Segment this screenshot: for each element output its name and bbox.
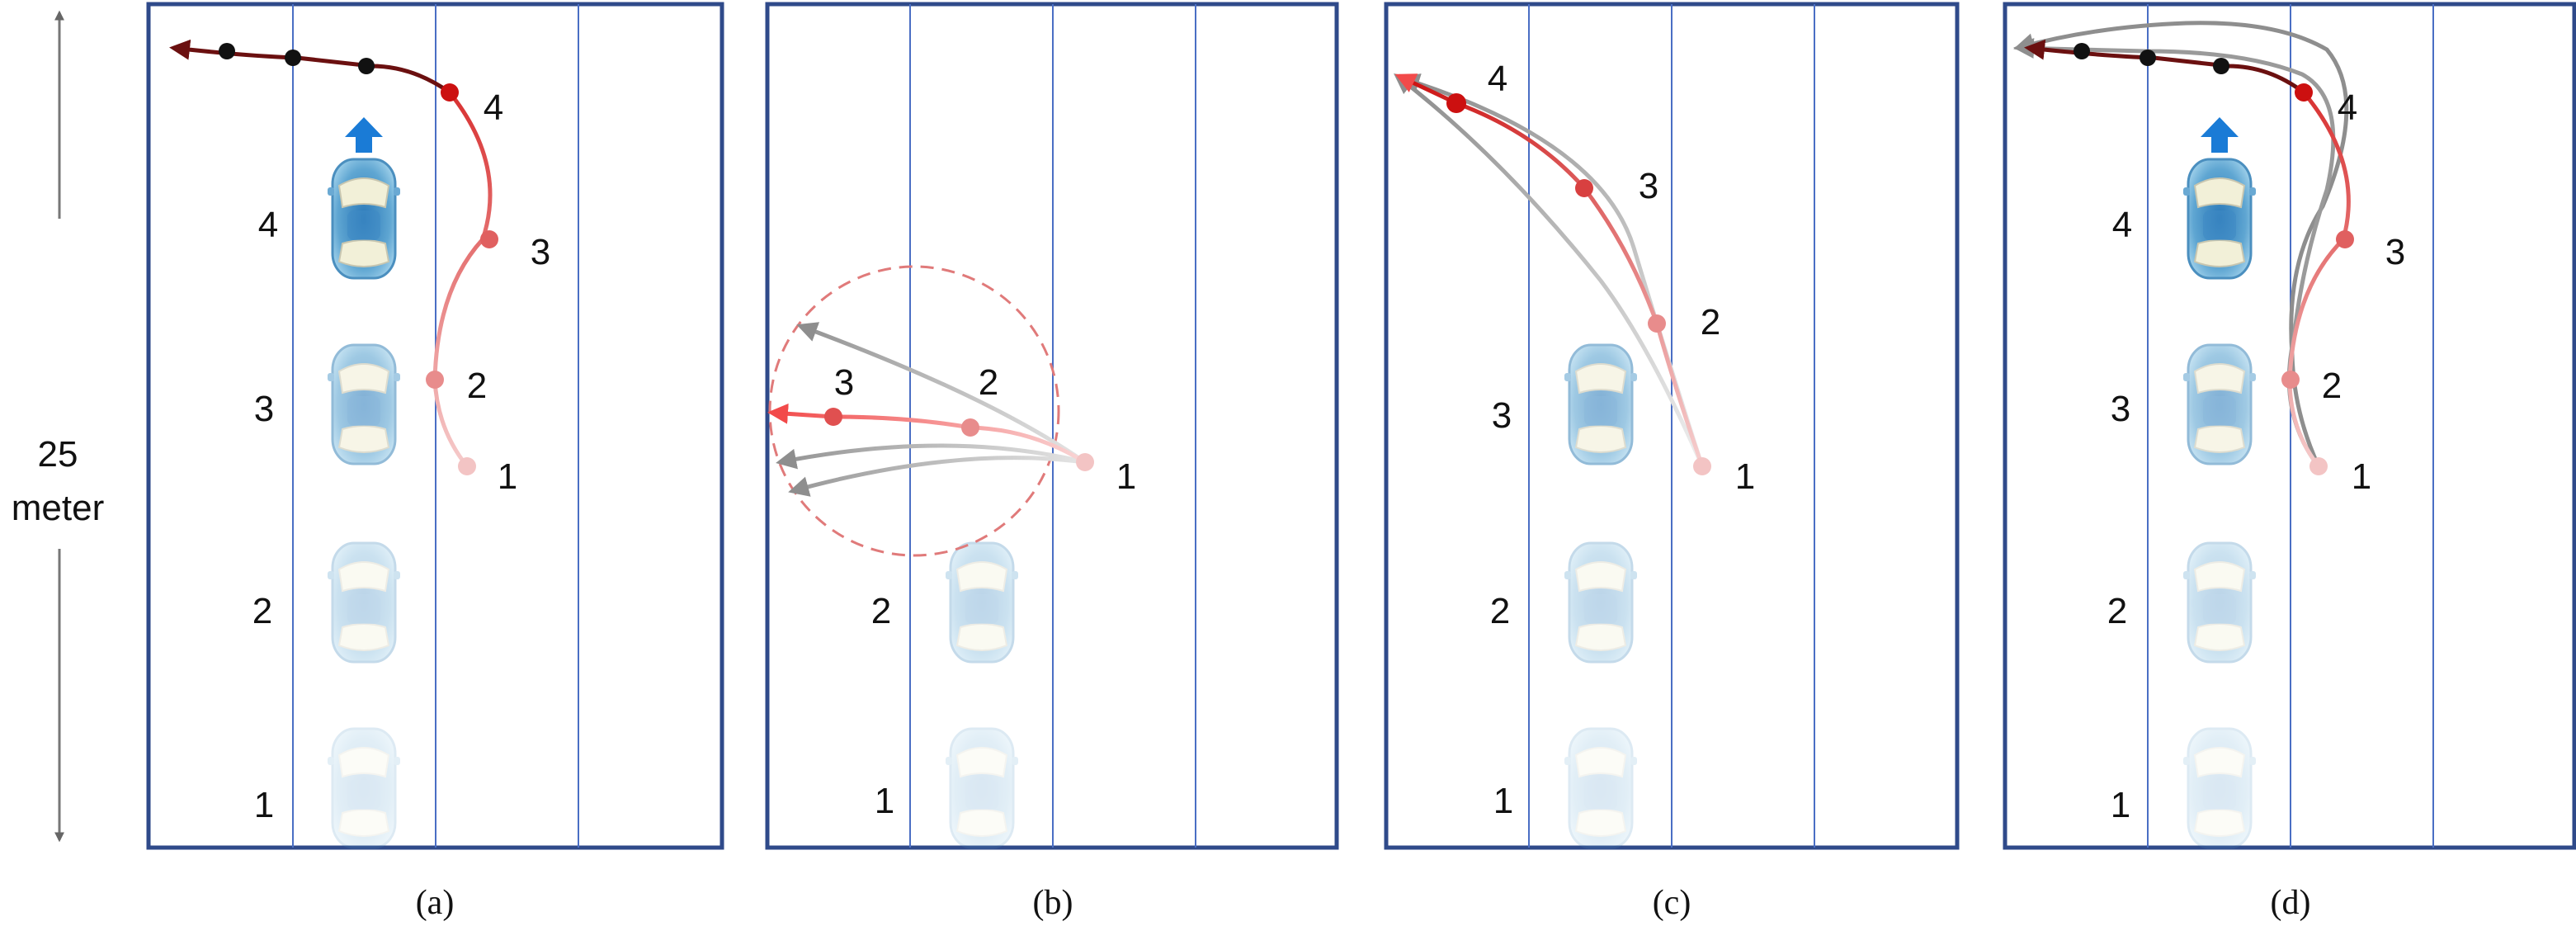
history-point [285,50,301,66]
car-label-1: 1 [254,785,274,825]
trajectory-point [458,457,476,475]
trajectory-point [480,230,498,248]
point-label-4: 4 [1488,59,1507,99]
point-label-2: 2 [467,366,487,406]
trajectory-point [2309,457,2328,475]
trajectory-point [961,418,979,437]
trajectory-point [441,83,459,102]
car-step-2 [326,541,402,664]
trajectory-point [1693,457,1711,475]
scale-unit: meter [12,488,104,528]
car-step-3 [2182,343,2258,465]
car-label-3: 3 [1492,395,1512,436]
uncertainty-circle [768,265,1060,557]
trajectory-point [824,408,842,426]
history-trajectory [2024,39,2305,94]
car-step-3 [1563,343,1639,465]
point-label-3: 3 [2385,232,2405,272]
car-label-1: 1 [2111,785,2130,825]
car-step-1 [1563,727,1639,849]
caption-a: (a) [416,884,455,922]
scale-value: 25 [38,434,78,475]
car-step-2 [1563,541,1639,664]
point-label-4: 4 [484,87,503,128]
car-label-1: 1 [1493,781,1513,821]
scale-indicator: 25 meter [12,10,104,843]
caption-d: (d) [2271,884,2311,922]
point-label-2: 2 [979,362,998,403]
car-step-1 [944,727,1020,849]
alt-trajectory-3 [788,456,1086,497]
predicted-trajectory [2287,91,2351,468]
car-label-2: 2 [871,591,891,631]
alt-trajectory-2 [1394,73,1705,467]
trajectory-point [2336,230,2354,248]
car-label-4: 4 [2112,205,2132,245]
car-step-4 [2182,158,2258,280]
car-label-2: 2 [2107,591,2127,631]
heading-arrow-icon [345,117,383,153]
history-trajectory [169,39,451,95]
car-step-1 [2182,727,2258,849]
point-label-1: 1 [1735,456,1755,497]
trajectory-point [1446,93,1466,113]
panel-a: 1 2 3 4 1 2 3 4 (a) [146,2,724,922]
trajectory-point [426,371,444,389]
history-point [2074,43,2090,59]
caption-b: (b) [1033,884,1073,922]
car-label-3: 3 [254,389,274,429]
trajectory-point [1575,179,1593,197]
point-label-1: 1 [498,456,517,497]
point-label-2: 2 [2322,366,2342,406]
car-step-3 [326,343,402,465]
car-label-3: 3 [2111,389,2130,429]
caption-c: (c) [1653,884,1691,922]
alt-trajectory-1 [796,322,1087,465]
predicted-trajectory [432,91,493,468]
alt-trajectory-1 [1399,73,1705,467]
car-label-2: 2 [1490,591,1510,631]
panel-d: 1 2 3 4 1 2 3 4 (d) [2003,2,2576,922]
car-label-2: 2 [252,591,272,631]
panel-b: 1 2 1 2 3 (b) [765,2,1339,922]
car-label-1: 1 [875,781,894,821]
trajectory-point [1076,453,1094,471]
point-label-3: 3 [834,362,854,403]
predicted-trajectory [1394,73,1705,467]
panel-c: 1 2 3 1 2 3 4 (c) [1384,2,1960,922]
trajectory-point [2281,371,2300,389]
trajectory-point [1648,314,1666,333]
history-point [358,58,375,74]
alt-trajectory-2 [2013,38,2336,468]
point-label-4: 4 [2338,87,2357,128]
point-label-3: 3 [531,232,550,272]
car-step-2 [2182,541,2258,664]
heading-arrow-icon [2201,117,2239,153]
point-label-1: 1 [2352,456,2371,497]
car-step-1 [326,727,402,849]
car-step-4 [326,158,402,280]
point-label-3: 3 [1639,166,1658,206]
trajectory-point [2295,83,2313,102]
history-point [2140,50,2156,66]
car-label-4: 4 [258,205,278,245]
point-label-2: 2 [1701,302,1720,343]
history-point [219,43,235,59]
car-step-2 [944,541,1020,664]
alt-trajectory-2 [776,443,1086,470]
point-label-1: 1 [1116,456,1136,497]
history-point [2213,58,2229,74]
